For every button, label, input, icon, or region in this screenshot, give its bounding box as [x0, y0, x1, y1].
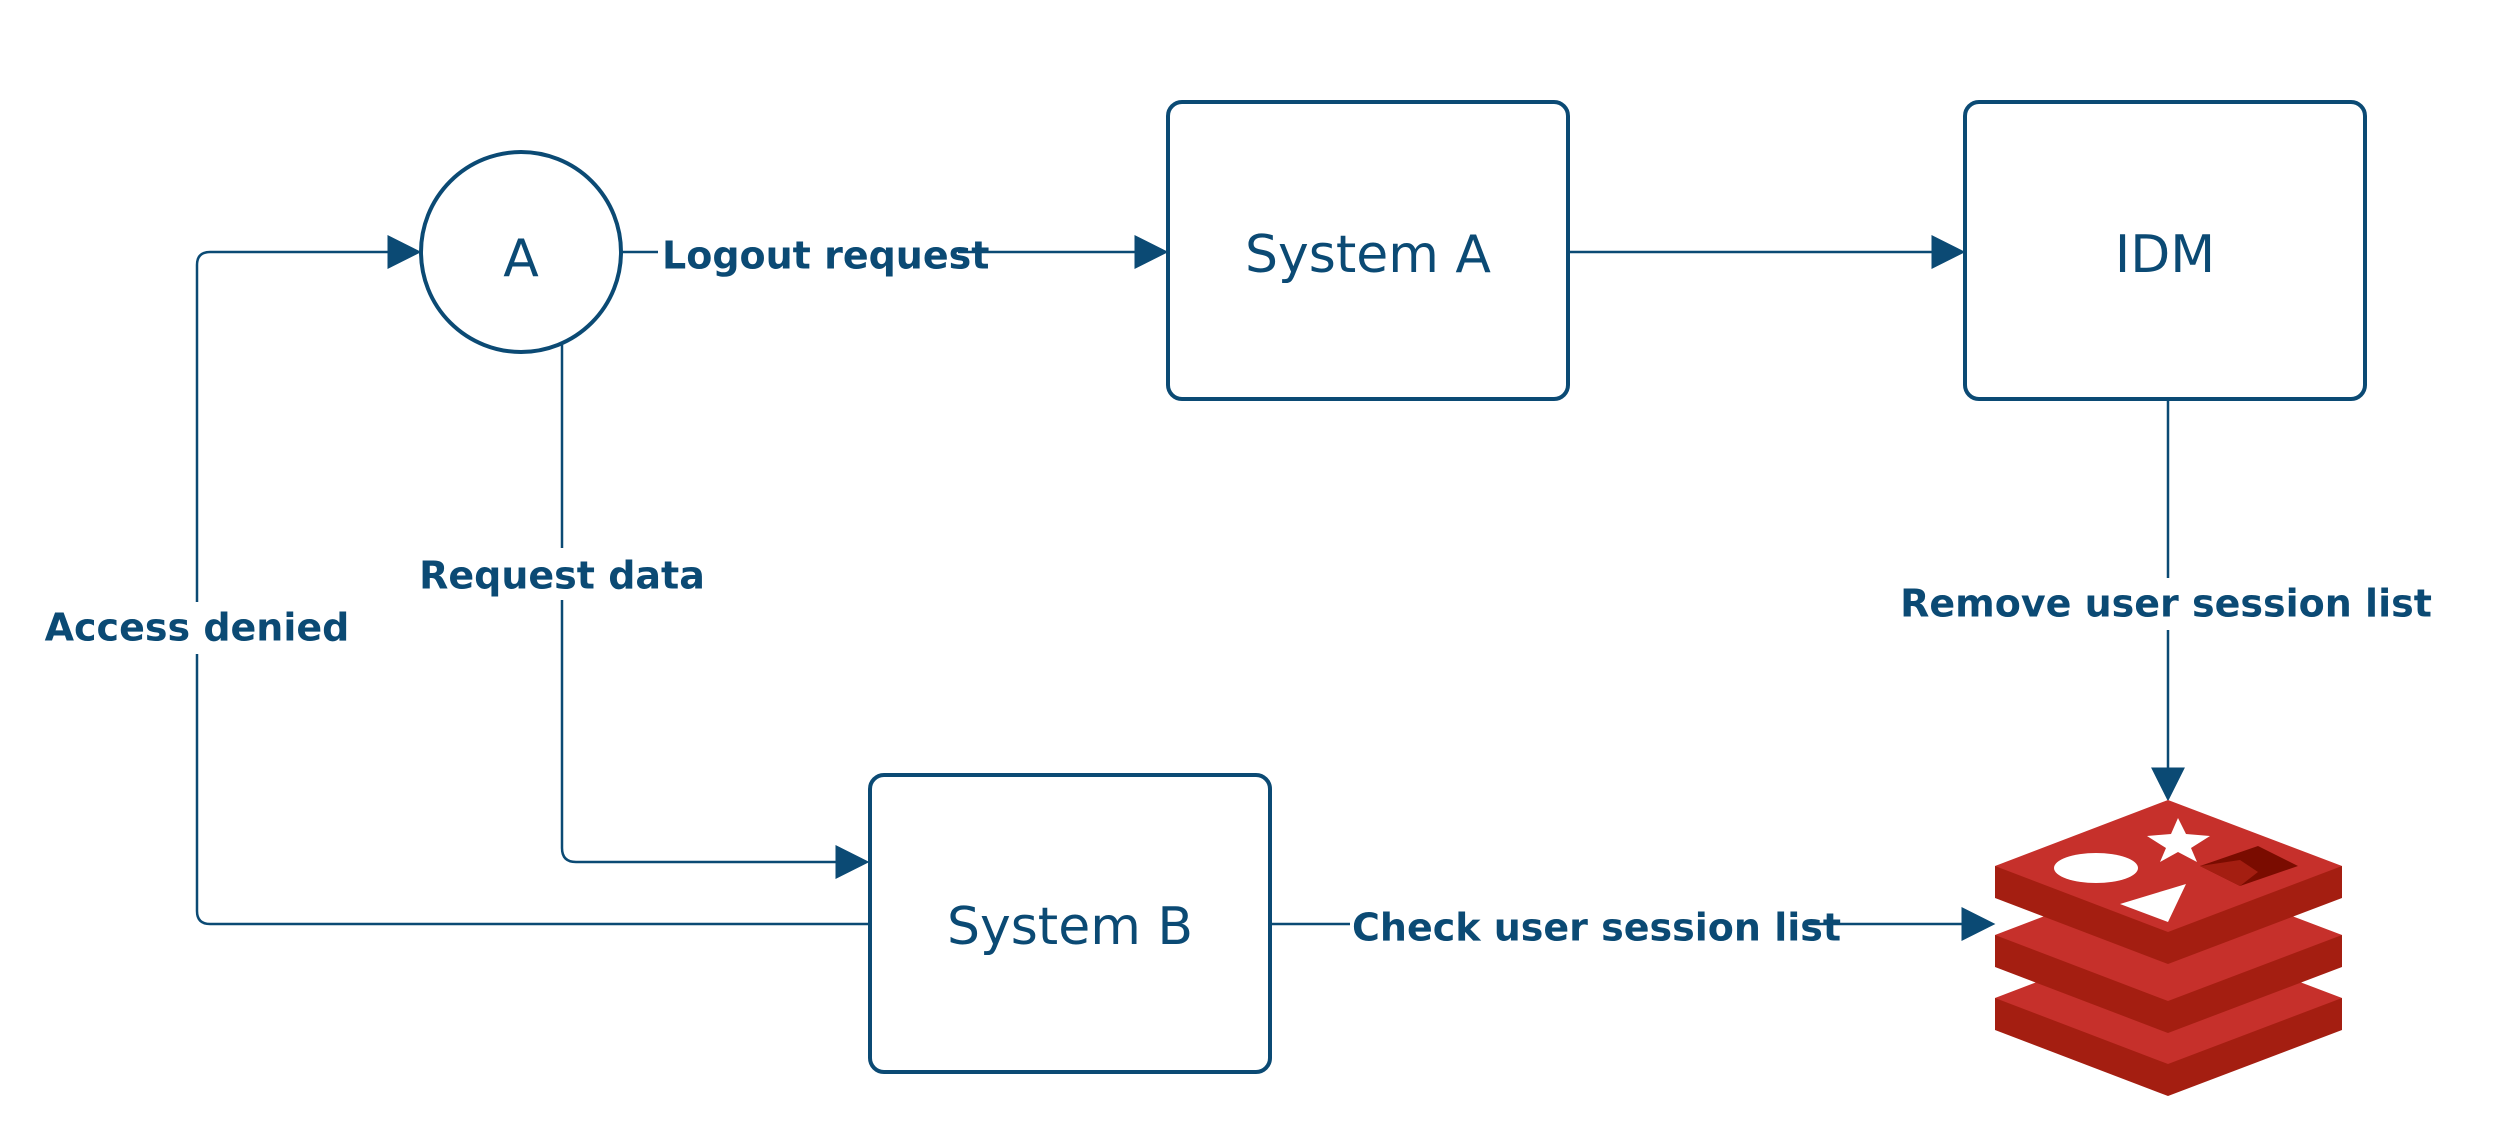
edge-access-denied	[195, 235, 872, 926]
redis-icon	[1995, 800, 2342, 1096]
request-data-label: Request data	[419, 554, 705, 598]
logout-request-label: Logout request	[662, 234, 989, 278]
label-request-data: Request data	[419, 548, 705, 600]
system-a-node: System A	[1166, 100, 1570, 401]
actor-node: A	[419, 150, 623, 354]
label-logout-request: Logout request	[658, 230, 989, 280]
idm-label: IDM	[2115, 225, 2215, 285]
system-b-node: System B	[868, 773, 1272, 1074]
access-denied-label: Access denied	[45, 606, 350, 650]
check-session-label: Check user session list	[1352, 906, 1841, 950]
edge-request-data	[560, 345, 870, 879]
remove-session-label: Remove user session list	[1900, 582, 2432, 626]
label-remove-session: Remove user session list	[1900, 578, 2432, 630]
label-access-denied: Access denied	[45, 602, 350, 654]
system-b-label: System B	[947, 897, 1193, 957]
label-check-session: Check user session list	[1350, 902, 1841, 952]
idm-node: IDM	[1963, 100, 2367, 401]
system-a-label: System A	[1245, 225, 1491, 285]
actor-label: A	[503, 229, 539, 289]
